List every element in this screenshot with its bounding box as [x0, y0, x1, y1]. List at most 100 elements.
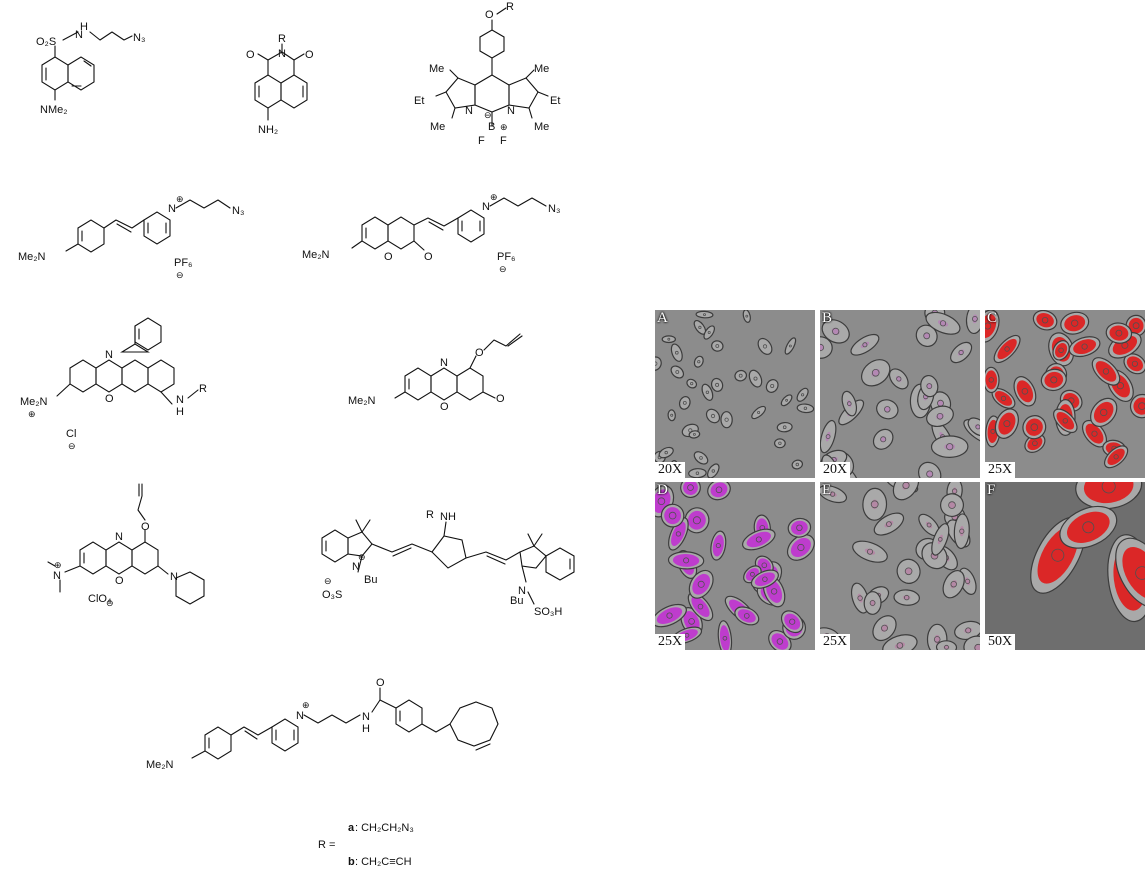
molecule-styryl-pyridinium-azide: Me₂N N ⊕ N₃ PF₆ ⊖ [18, 194, 244, 280]
m3-me3-label: Me [430, 121, 445, 133]
m2-nh2-label: NH₂ [258, 124, 278, 136]
m5-me2n-label: Me₂N [302, 249, 330, 261]
m6-h-label: H [176, 406, 184, 418]
m10-plus-label: ⊕ [302, 700, 310, 710]
m4-n3-label: N₃ [232, 205, 244, 217]
panel-letter: C [987, 310, 998, 326]
molecule-nile-blue: Me₂N ⊕ N O N H R Cl ⊖ [20, 317, 207, 451]
m9-bu1-label: Bu [364, 574, 377, 586]
panel-magnification: 25X [820, 634, 851, 650]
m10-n-label: N [296, 710, 304, 722]
panel-letter: D [657, 482, 668, 498]
m7-o3-label: O [496, 393, 505, 405]
m10-me2n-label: Me₂N [146, 759, 174, 771]
micrograph-panel: A 20X [655, 310, 815, 478]
molecule-naphthalimide: R N O O NH₂ [246, 33, 314, 136]
m9-so3-label: O₃S [322, 589, 342, 601]
micrograph-image [820, 310, 980, 478]
svg-text:N: N [75, 29, 83, 41]
panel-magnification: 20X [820, 462, 851, 478]
m3-f2-label: F [500, 135, 507, 147]
panel-magnification: 25X [985, 462, 1016, 478]
m6-cl-label: Cl [66, 428, 76, 440]
m1-nh-label: H [80, 21, 88, 33]
m4-minus-label: ⊖ [176, 270, 184, 280]
m4-me2n-label: Me₂N [18, 251, 46, 263]
m2-n-label: N [278, 48, 286, 60]
panel-magnification: 20X [655, 462, 686, 478]
micrograph-panel: B 20X [820, 310, 980, 478]
m1-nme2-label: NMe₂ [40, 104, 68, 116]
m7-o2-label: O [475, 347, 484, 359]
micrograph-panel: F 50X [985, 482, 1145, 650]
m3-n2-label: N [507, 105, 515, 117]
r-group-legend: R = a : CH₂CH₂N₃ b : CH₂C≡CH [318, 815, 578, 884]
m8-o-label: O [115, 575, 124, 587]
microscopy-grid: A 20X B 20X C 25X D 25X E 25X F 50X [655, 310, 1146, 650]
m6-o-label: O [105, 393, 114, 405]
m1-so2-label: O₂S [36, 36, 56, 48]
m6-n-label: N [105, 349, 113, 361]
micrograph-panel: D 25X [655, 482, 815, 650]
m9-so3h-label: SO₃H [534, 606, 562, 618]
micrograph-image [985, 482, 1145, 650]
m8-minus-label: ⊖ [106, 598, 114, 608]
m3-plus-label: ⊕ [500, 122, 508, 132]
m8-plus-label: ⊕ [54, 560, 62, 570]
m10-h-label: H [362, 723, 370, 735]
m3-et2-label: Et [550, 95, 560, 107]
m9-r-label: R [426, 509, 434, 521]
m5-o1-label: O [384, 251, 393, 263]
micrograph-image [820, 482, 980, 650]
micrograph-image [655, 482, 815, 650]
m9-n2-label: N [518, 585, 526, 597]
m3-b-label: B [488, 121, 495, 133]
m3-r-label: R [506, 1, 514, 13]
m9-bu2-label: Bu [510, 595, 523, 607]
panel-letter: A [657, 310, 668, 326]
molecule-cyanine: R NH N ⊕ Bu ⊖ O₃S N Bu SO₃H [321, 509, 575, 618]
m2-o1-label: O [246, 49, 255, 61]
m3-n1-label: N [465, 105, 473, 117]
molecule-styryl-cyclooctyne: Me₂N N ⊕ O N H [146, 677, 499, 771]
molecule-bodipy: O R Me Me Et Et Me Me N N B ⊖ ⊕ F F [414, 1, 560, 147]
svg-text:N: N [170, 571, 178, 583]
m5-pf6-label: PF₆ [497, 251, 516, 263]
m7-o1-label: O [440, 401, 449, 413]
m3-me2-label: Me [534, 63, 549, 75]
m5-n-label: N [482, 201, 490, 213]
m9-nh-label: NH [440, 511, 456, 523]
m6-minus-label: ⊖ [68, 441, 76, 451]
m4-pf6-label: PF₆ [174, 257, 193, 269]
m6-plus-label: ⊕ [28, 409, 36, 419]
r-equals-label: R = [318, 839, 335, 851]
m6-me2n-label: Me₂N [20, 396, 48, 408]
m4-plus-label: ⊕ [176, 194, 184, 204]
m6-nh-label: N [176, 394, 184, 406]
legend-a-key: a [348, 822, 355, 834]
m5-minus-label: ⊖ [499, 264, 507, 274]
panel-letter: E [822, 482, 832, 498]
m7-n-label: N [440, 357, 448, 369]
m4-n-label: N [168, 203, 176, 215]
molecule-coumarin-pyridinium-azide: Me₂N O O N ⊕ N₃ PF₆ ⊖ [302, 192, 560, 274]
m9-plus-label: ⊕ [358, 552, 366, 562]
panel-magnification: 50X [985, 634, 1016, 650]
molecule-dansyl-azide: O₂S H N N₃ NMe₂ [36, 21, 145, 116]
m1-n3-label: N₃ [133, 32, 145, 44]
m7-me2n-label: Me₂N [348, 395, 376, 407]
molecule-phenoxazinone-alkyne: Me₂N N O O O [348, 333, 523, 413]
m2-r-label: R [278, 33, 286, 45]
chemical-structures: O₂S H N N₃ NMe₂ R N O O NH₂ [18, 1, 575, 771]
micrograph-panel: E 25X [820, 482, 980, 650]
m8-n2-label: N [115, 531, 123, 543]
m3-o-label: O [485, 9, 494, 21]
micrograph-image [985, 310, 1145, 478]
r-group-legend-svg: R = a : CH₂CH₂N₃ b : CH₂C≡CH [318, 822, 414, 868]
m5-n3-label: N₃ [548, 203, 560, 215]
legend-b-value: : CH₂C≡CH [355, 856, 412, 868]
m3-me1-label: Me [429, 63, 444, 75]
m3-f1-label: F [478, 135, 485, 147]
m5-o2-label: O [424, 251, 433, 263]
m5-plus-label: ⊕ [490, 192, 498, 202]
